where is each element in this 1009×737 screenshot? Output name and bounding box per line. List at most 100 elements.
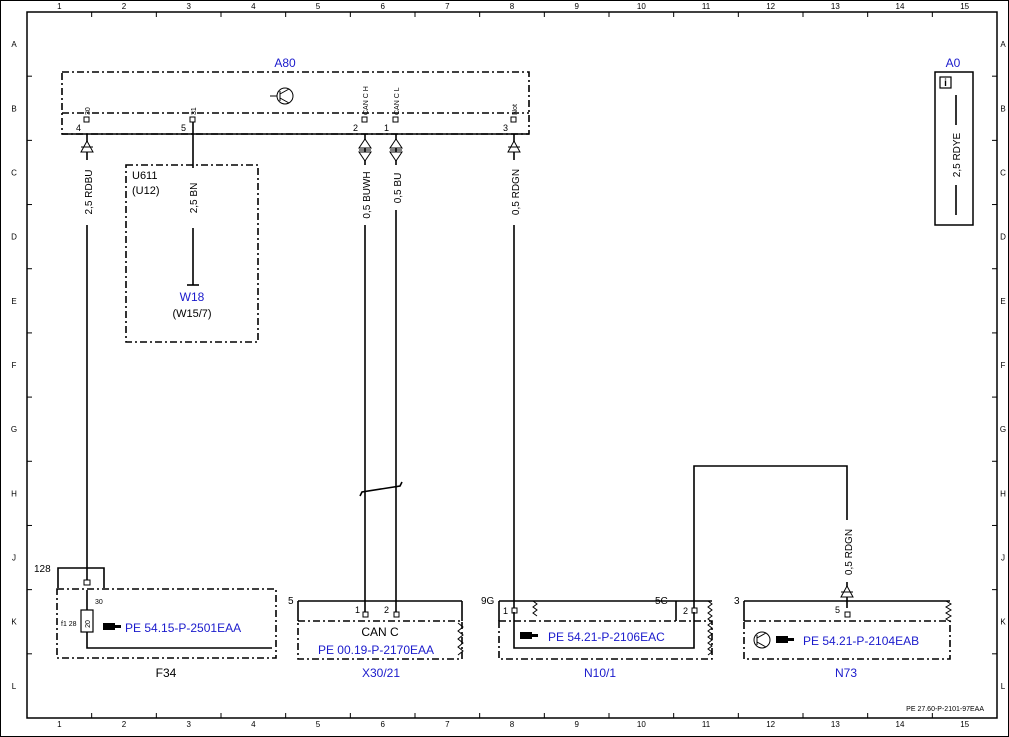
svg-text:20: 20 bbox=[85, 620, 92, 628]
grid-row-label: D bbox=[1000, 233, 1006, 242]
x30-21-ref-link[interactable]: PE 00.19-P-2170EAA bbox=[318, 643, 434, 657]
control-unit-symbol-icon bbox=[753, 631, 771, 649]
a80-label: A80 bbox=[274, 56, 296, 70]
svg-text:2,5 RDBU: 2,5 RDBU bbox=[84, 169, 95, 214]
grid-column-label: 5 bbox=[316, 720, 321, 729]
grid-column-label: 10 bbox=[637, 2, 646, 11]
grid-row-label: A bbox=[1000, 40, 1006, 49]
n73-ref-link[interactable]: PE 54.21-P-2104EAB bbox=[803, 634, 919, 648]
grid-reference: 1122334455667788991010111112121313141415… bbox=[11, 2, 1006, 729]
svg-text:0,5 RDGN: 0,5 RDGN bbox=[844, 529, 855, 575]
a0-box bbox=[934, 71, 974, 226]
a0-wire-label: 2,5 RDYE bbox=[952, 132, 963, 177]
grid-column-label: 1 bbox=[57, 2, 62, 11]
grid-row-label: G bbox=[11, 425, 17, 434]
f34-component: 128 30 20 f1 28 PE 54.15-P-2501EAA F34 bbox=[34, 564, 277, 680]
svg-text:30: 30 bbox=[95, 599, 103, 606]
grid-row-label: E bbox=[11, 297, 16, 306]
svg-text:Not: Not bbox=[512, 104, 519, 115]
svg-text:5: 5 bbox=[835, 605, 840, 615]
grid-row-label: D bbox=[11, 233, 17, 242]
grid-column-label: 14 bbox=[896, 720, 905, 729]
svg-text:5: 5 bbox=[288, 596, 294, 607]
a80-outline bbox=[61, 71, 530, 135]
n73-component: 3 5 PE 54.21-P-2104EAB N73 bbox=[734, 596, 952, 680]
grid-row-label: B bbox=[11, 104, 16, 113]
u611-outline bbox=[125, 164, 259, 343]
svg-text:0,5 BU: 0,5 BU bbox=[393, 173, 404, 204]
n10-1-ref-link[interactable]: PE 54.21-P-2106EAC bbox=[548, 630, 665, 644]
grid-column-label: 12 bbox=[766, 720, 775, 729]
grid-row-label: F bbox=[12, 361, 17, 370]
x30-21-label: X30/21 bbox=[362, 666, 400, 680]
a80-pin-30: 30 4 bbox=[76, 107, 92, 133]
grid-column-label: 9 bbox=[574, 720, 579, 729]
svg-text:1: 1 bbox=[503, 606, 508, 616]
svg-text:9G: 9G bbox=[481, 596, 495, 607]
n10-1-component: 9G 1 5C 2 PE 54.21-P-2106EAC N10/1 bbox=[481, 596, 713, 680]
svg-text:31: 31 bbox=[191, 107, 198, 115]
svg-text:4: 4 bbox=[76, 123, 81, 133]
grid-column-label: 7 bbox=[445, 720, 450, 729]
drawing-frame bbox=[26, 11, 998, 719]
svg-text:3: 3 bbox=[503, 123, 508, 133]
grid-column-label: 14 bbox=[896, 2, 905, 11]
grid-row-label: B bbox=[1000, 104, 1005, 113]
f34-label: F34 bbox=[156, 666, 177, 680]
wire-bn: 2,5 BN bbox=[187, 122, 200, 286]
grid-column-label: 11 bbox=[702, 720, 711, 729]
f34-ref-link[interactable]: PE 54.15-P-2501EAA bbox=[125, 621, 241, 635]
grid-column-label: 13 bbox=[831, 720, 840, 729]
svg-text:1: 1 bbox=[384, 123, 389, 133]
twisted-pair-marker bbox=[359, 481, 403, 497]
grid-column-label: 2 bbox=[122, 2, 127, 11]
grid-column-label: 11 bbox=[702, 2, 711, 11]
w18-alt-label: (W15/7) bbox=[172, 308, 211, 320]
grid-column-label: 8 bbox=[510, 2, 515, 11]
grid-column-label: 6 bbox=[380, 2, 385, 11]
grid-row-label: J bbox=[1001, 554, 1005, 563]
grid-column-label: 7 bbox=[445, 2, 450, 11]
grid-row-label: F bbox=[1001, 361, 1006, 370]
grid-column-label: 13 bbox=[831, 2, 840, 11]
svg-text:3: 3 bbox=[734, 596, 740, 607]
grid-row-label: E bbox=[1000, 297, 1005, 306]
svg-text:30: 30 bbox=[85, 107, 92, 115]
svg-text:2: 2 bbox=[384, 605, 389, 615]
info-icon: i bbox=[939, 76, 952, 89]
grid-column-label: 12 bbox=[766, 2, 775, 11]
grid-row-label: L bbox=[12, 682, 17, 691]
u611-alt-label: (U12) bbox=[132, 185, 160, 197]
grid-row-label: H bbox=[1000, 489, 1006, 498]
grid-column-label: 1 bbox=[57, 720, 62, 729]
grid-column-label: 10 bbox=[637, 720, 646, 729]
reference-hand-icon bbox=[103, 623, 121, 630]
svg-text:0,5 RDGN: 0,5 RDGN bbox=[511, 169, 522, 215]
svg-text:2: 2 bbox=[353, 123, 358, 133]
svg-text:5: 5 bbox=[181, 123, 186, 133]
n73-label: N73 bbox=[835, 666, 857, 680]
grid-column-label: 4 bbox=[251, 2, 256, 11]
svg-text:0,5 BUWH: 0,5 BUWH bbox=[362, 171, 373, 218]
a80-pin-can-c-h: CAN C H 2 bbox=[353, 86, 370, 133]
grid-row-label: L bbox=[1001, 682, 1006, 691]
svg-text:CAN C H: CAN C H bbox=[363, 86, 370, 115]
grid-column-label: 6 bbox=[380, 720, 385, 729]
reference-hand-icon bbox=[520, 632, 538, 639]
svg-text:1: 1 bbox=[355, 605, 360, 615]
svg-text:i: i bbox=[944, 78, 947, 89]
grid-column-label: 15 bbox=[960, 720, 969, 729]
grid-row-label: K bbox=[1000, 618, 1006, 627]
n10-1-label: N10/1 bbox=[584, 666, 616, 680]
svg-text:5C: 5C bbox=[655, 596, 668, 607]
grid-row-label: C bbox=[1000, 168, 1006, 177]
reference-hand-icon bbox=[776, 636, 794, 643]
svg-text:f1 28: f1 28 bbox=[61, 621, 77, 628]
grid-row-label: J bbox=[12, 554, 16, 563]
x30-21-component: 5 1 2 CAN C PE 00.19-P-2170EAA X30/21 bbox=[288, 596, 464, 680]
svg-text:2,5 BN: 2,5 BN bbox=[189, 183, 200, 214]
grid-row-label: G bbox=[1000, 425, 1006, 434]
grid-column-label: 4 bbox=[251, 720, 256, 729]
